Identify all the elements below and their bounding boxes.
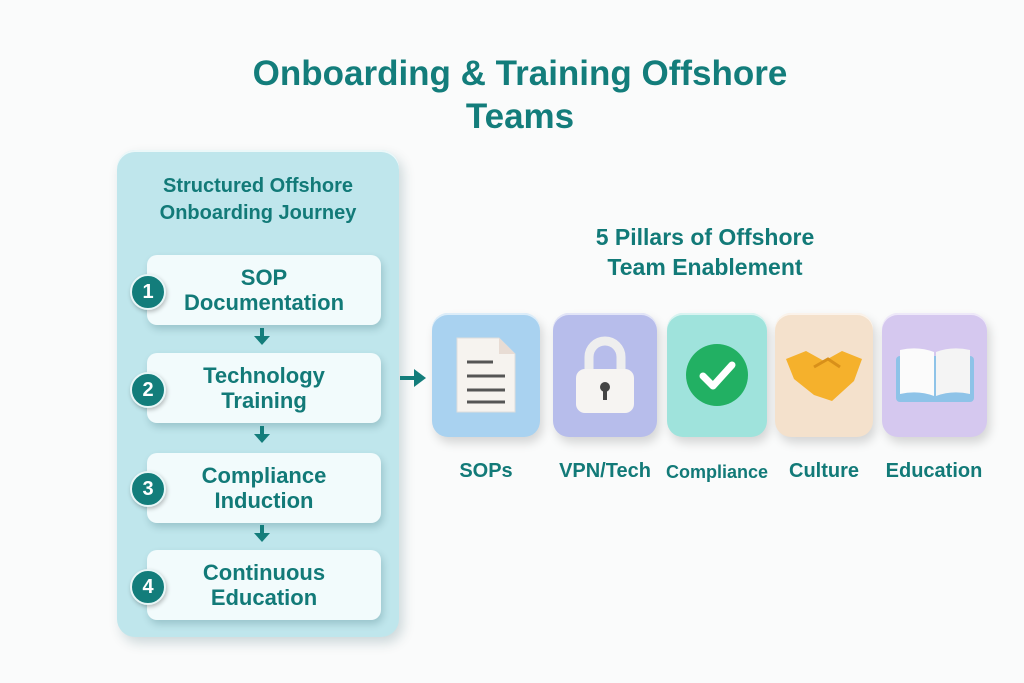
step-number-badge: 2 (130, 372, 166, 408)
step-label: Education (210, 585, 318, 610)
heading-line: Onboarding Journey (159, 202, 357, 224)
title-line: Onboarding & Training Offshore (252, 54, 788, 93)
checkmark-icon (686, 344, 748, 406)
pillar-label: Compliance (665, 462, 769, 482)
pillar-tile-vpn-tech (553, 313, 657, 437)
step-label: Training (221, 388, 307, 413)
pillar-tile-compliance (667, 313, 767, 437)
title-line: Teams (465, 97, 575, 136)
right-arrow-icon (400, 369, 426, 387)
step-label: Technology (203, 363, 325, 388)
step-label: Continuous (202, 560, 326, 585)
step-number-badge: 4 (130, 569, 166, 605)
step-label: SOP (240, 265, 288, 290)
step-number-badge: 3 (130, 471, 166, 507)
down-arrow-icon (254, 525, 270, 542)
step-number-badge: 1 (130, 274, 166, 310)
padlock-icon (576, 336, 634, 413)
pillar-tile-sops (432, 313, 540, 437)
heading-line: 5 Pillars of Offshore (595, 224, 815, 250)
pillar-tile-culture (775, 313, 873, 437)
book-icon (895, 348, 974, 402)
down-arrow-icon (254, 426, 270, 443)
heading-line: Team Enablement (607, 254, 803, 280)
down-arrow-icon (254, 328, 270, 345)
pillar-label: VPN/Tech (559, 460, 651, 482)
document-icon (456, 337, 516, 413)
handshake-icon (786, 351, 862, 401)
pillar-tile-education (882, 313, 987, 437)
pillar-label: SOPs (459, 460, 513, 482)
pillar-label: Education (885, 460, 983, 482)
heading-line: Structured Offshore (162, 175, 354, 197)
step-label: Documentation (183, 290, 345, 315)
step-label: Compliance (201, 463, 327, 488)
pillar-label: Culture (789, 460, 859, 482)
step-label: Induction (214, 488, 314, 513)
